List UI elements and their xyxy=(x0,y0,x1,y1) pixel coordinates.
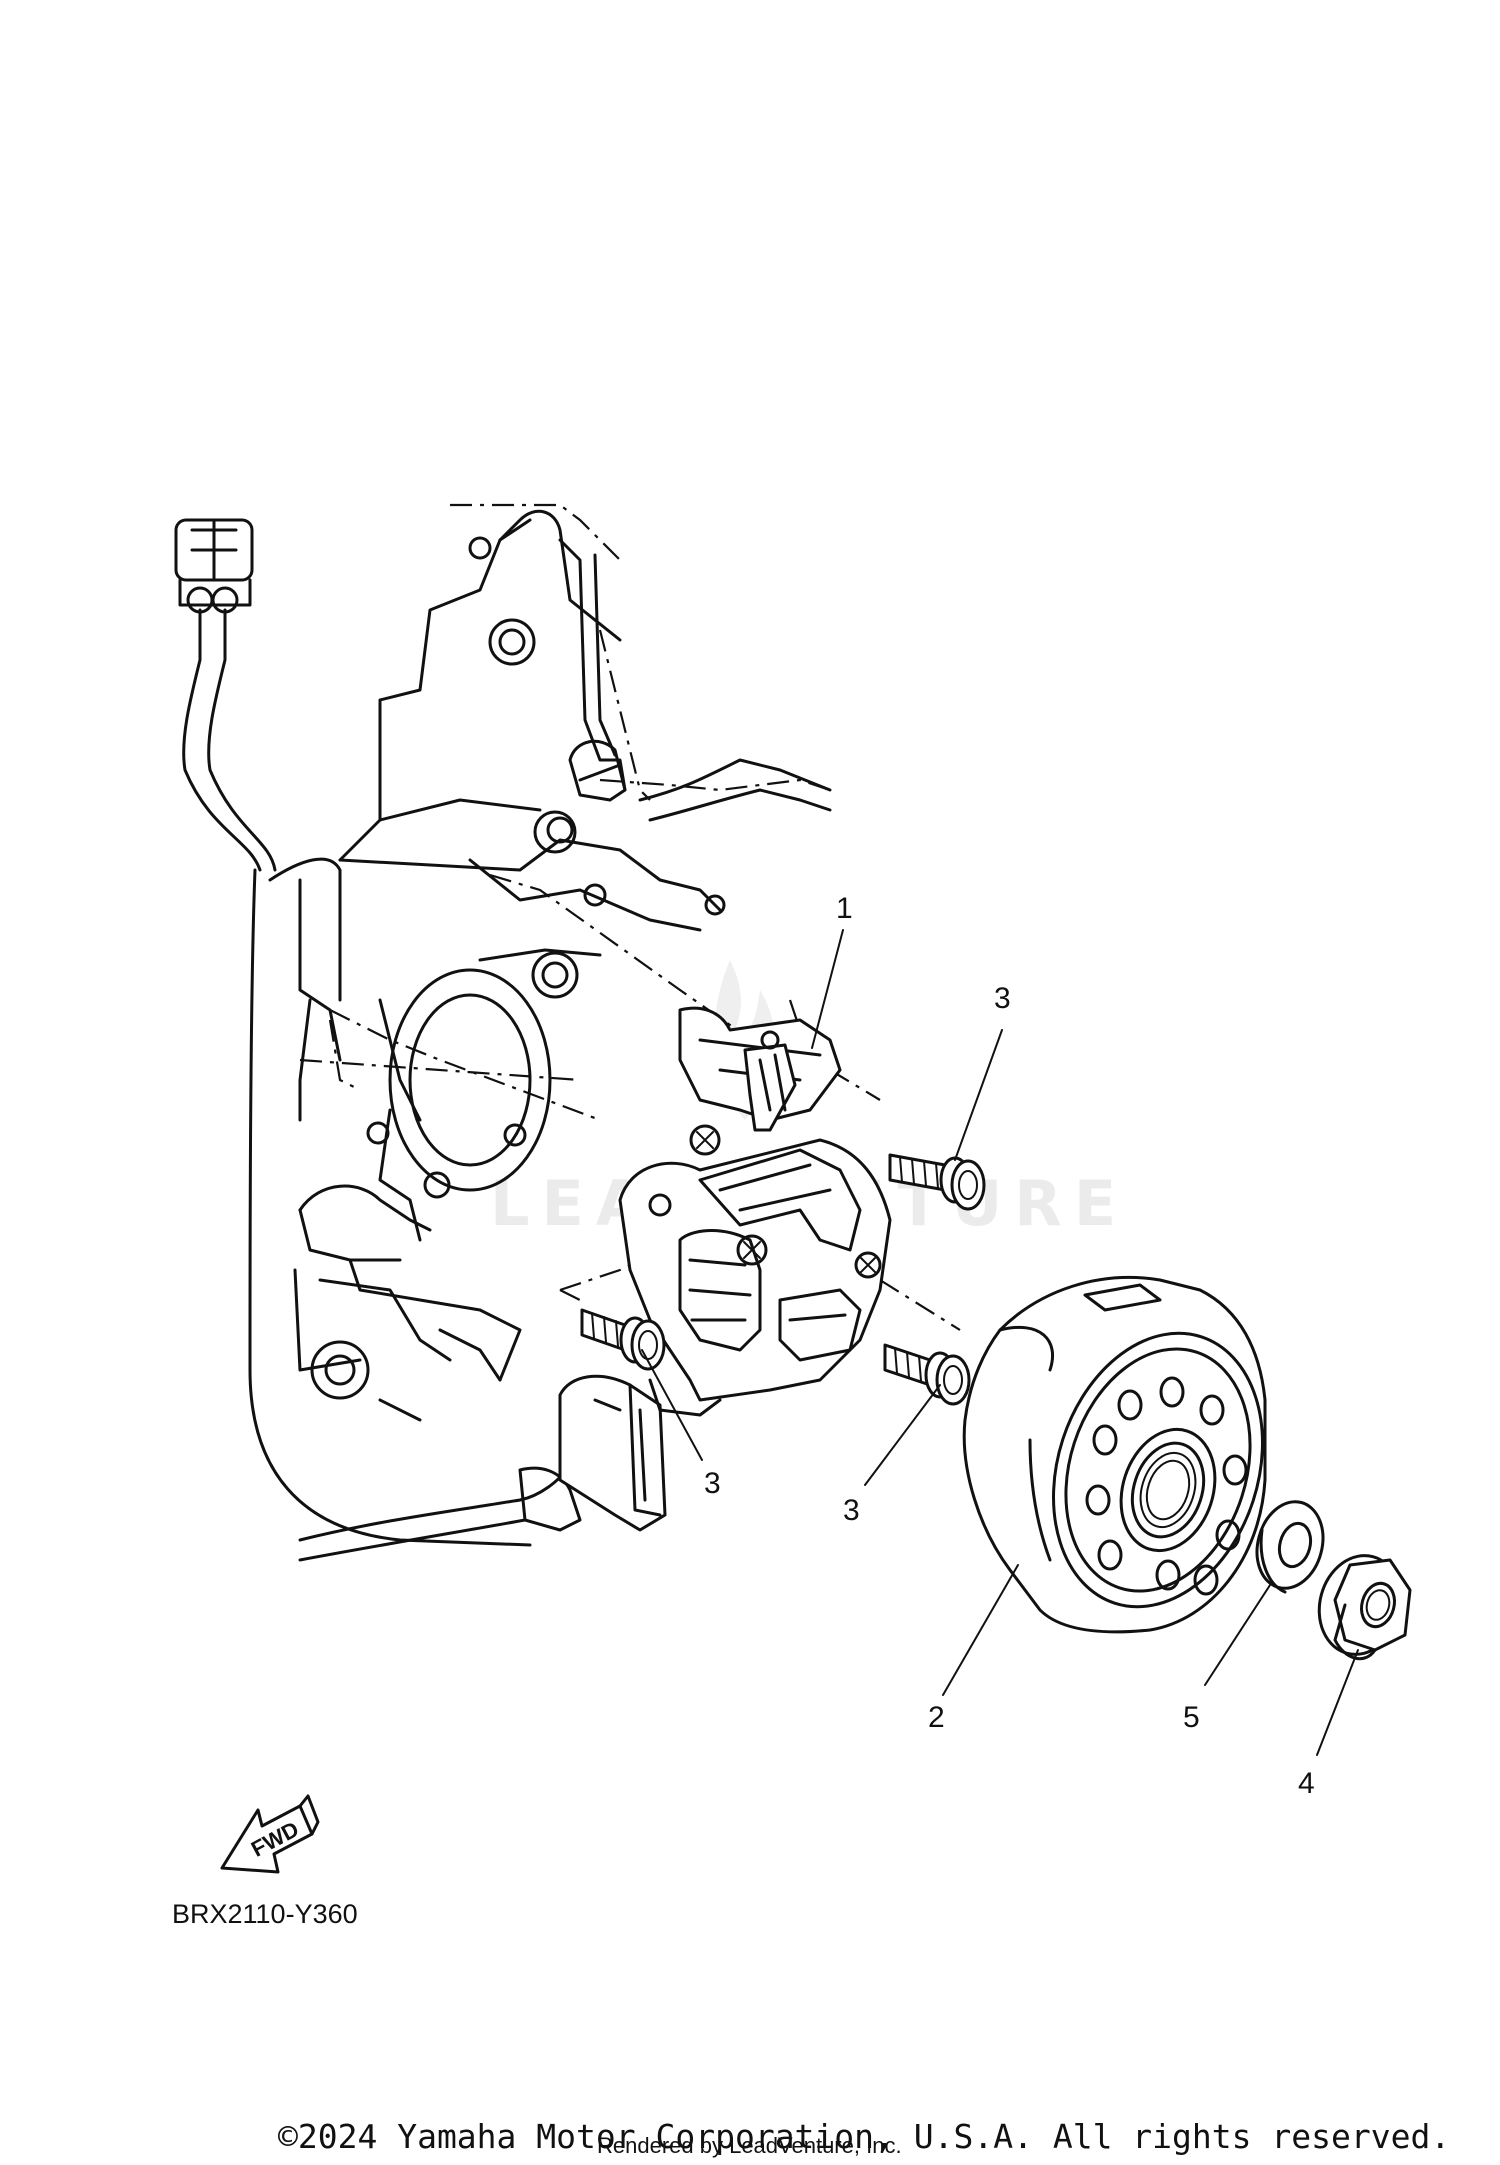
screw-lower xyxy=(883,1343,971,1406)
washer xyxy=(1255,1500,1325,1594)
rotor-flywheel xyxy=(962,1276,1267,1634)
screw-upper xyxy=(888,1153,986,1211)
callout-labels: 1 2 3 3 3 4 5 xyxy=(704,892,1315,1800)
callout-3-upper: 3 xyxy=(994,982,1011,1015)
copyright-text: ©2024 Yamaha Motor Corporation, U.S.A. A… xyxy=(278,2117,1450,2156)
stator-assembly xyxy=(618,1006,892,1417)
callout-5: 5 xyxy=(1183,1701,1200,1734)
wire-harness xyxy=(174,518,667,1562)
flange-nut xyxy=(1317,1554,1412,1661)
callout-3-left: 3 xyxy=(704,1467,721,1500)
callout-1: 1 xyxy=(836,892,853,925)
fwd-arrow-icon: FWD xyxy=(220,1794,320,1874)
leader-lines xyxy=(641,929,1359,1756)
callout-2: 2 xyxy=(928,1701,945,1734)
rendered-by-text: Rendered by LeadVenture, Inc. xyxy=(597,2133,902,2158)
diagram-code: BRX2110-Y360 xyxy=(172,1899,358,1929)
wire-grommet xyxy=(558,1374,667,1532)
crankcase-housing xyxy=(248,509,832,1547)
callout-4: 4 xyxy=(1298,1767,1315,1800)
callout-3-lower: 3 xyxy=(843,1494,860,1527)
